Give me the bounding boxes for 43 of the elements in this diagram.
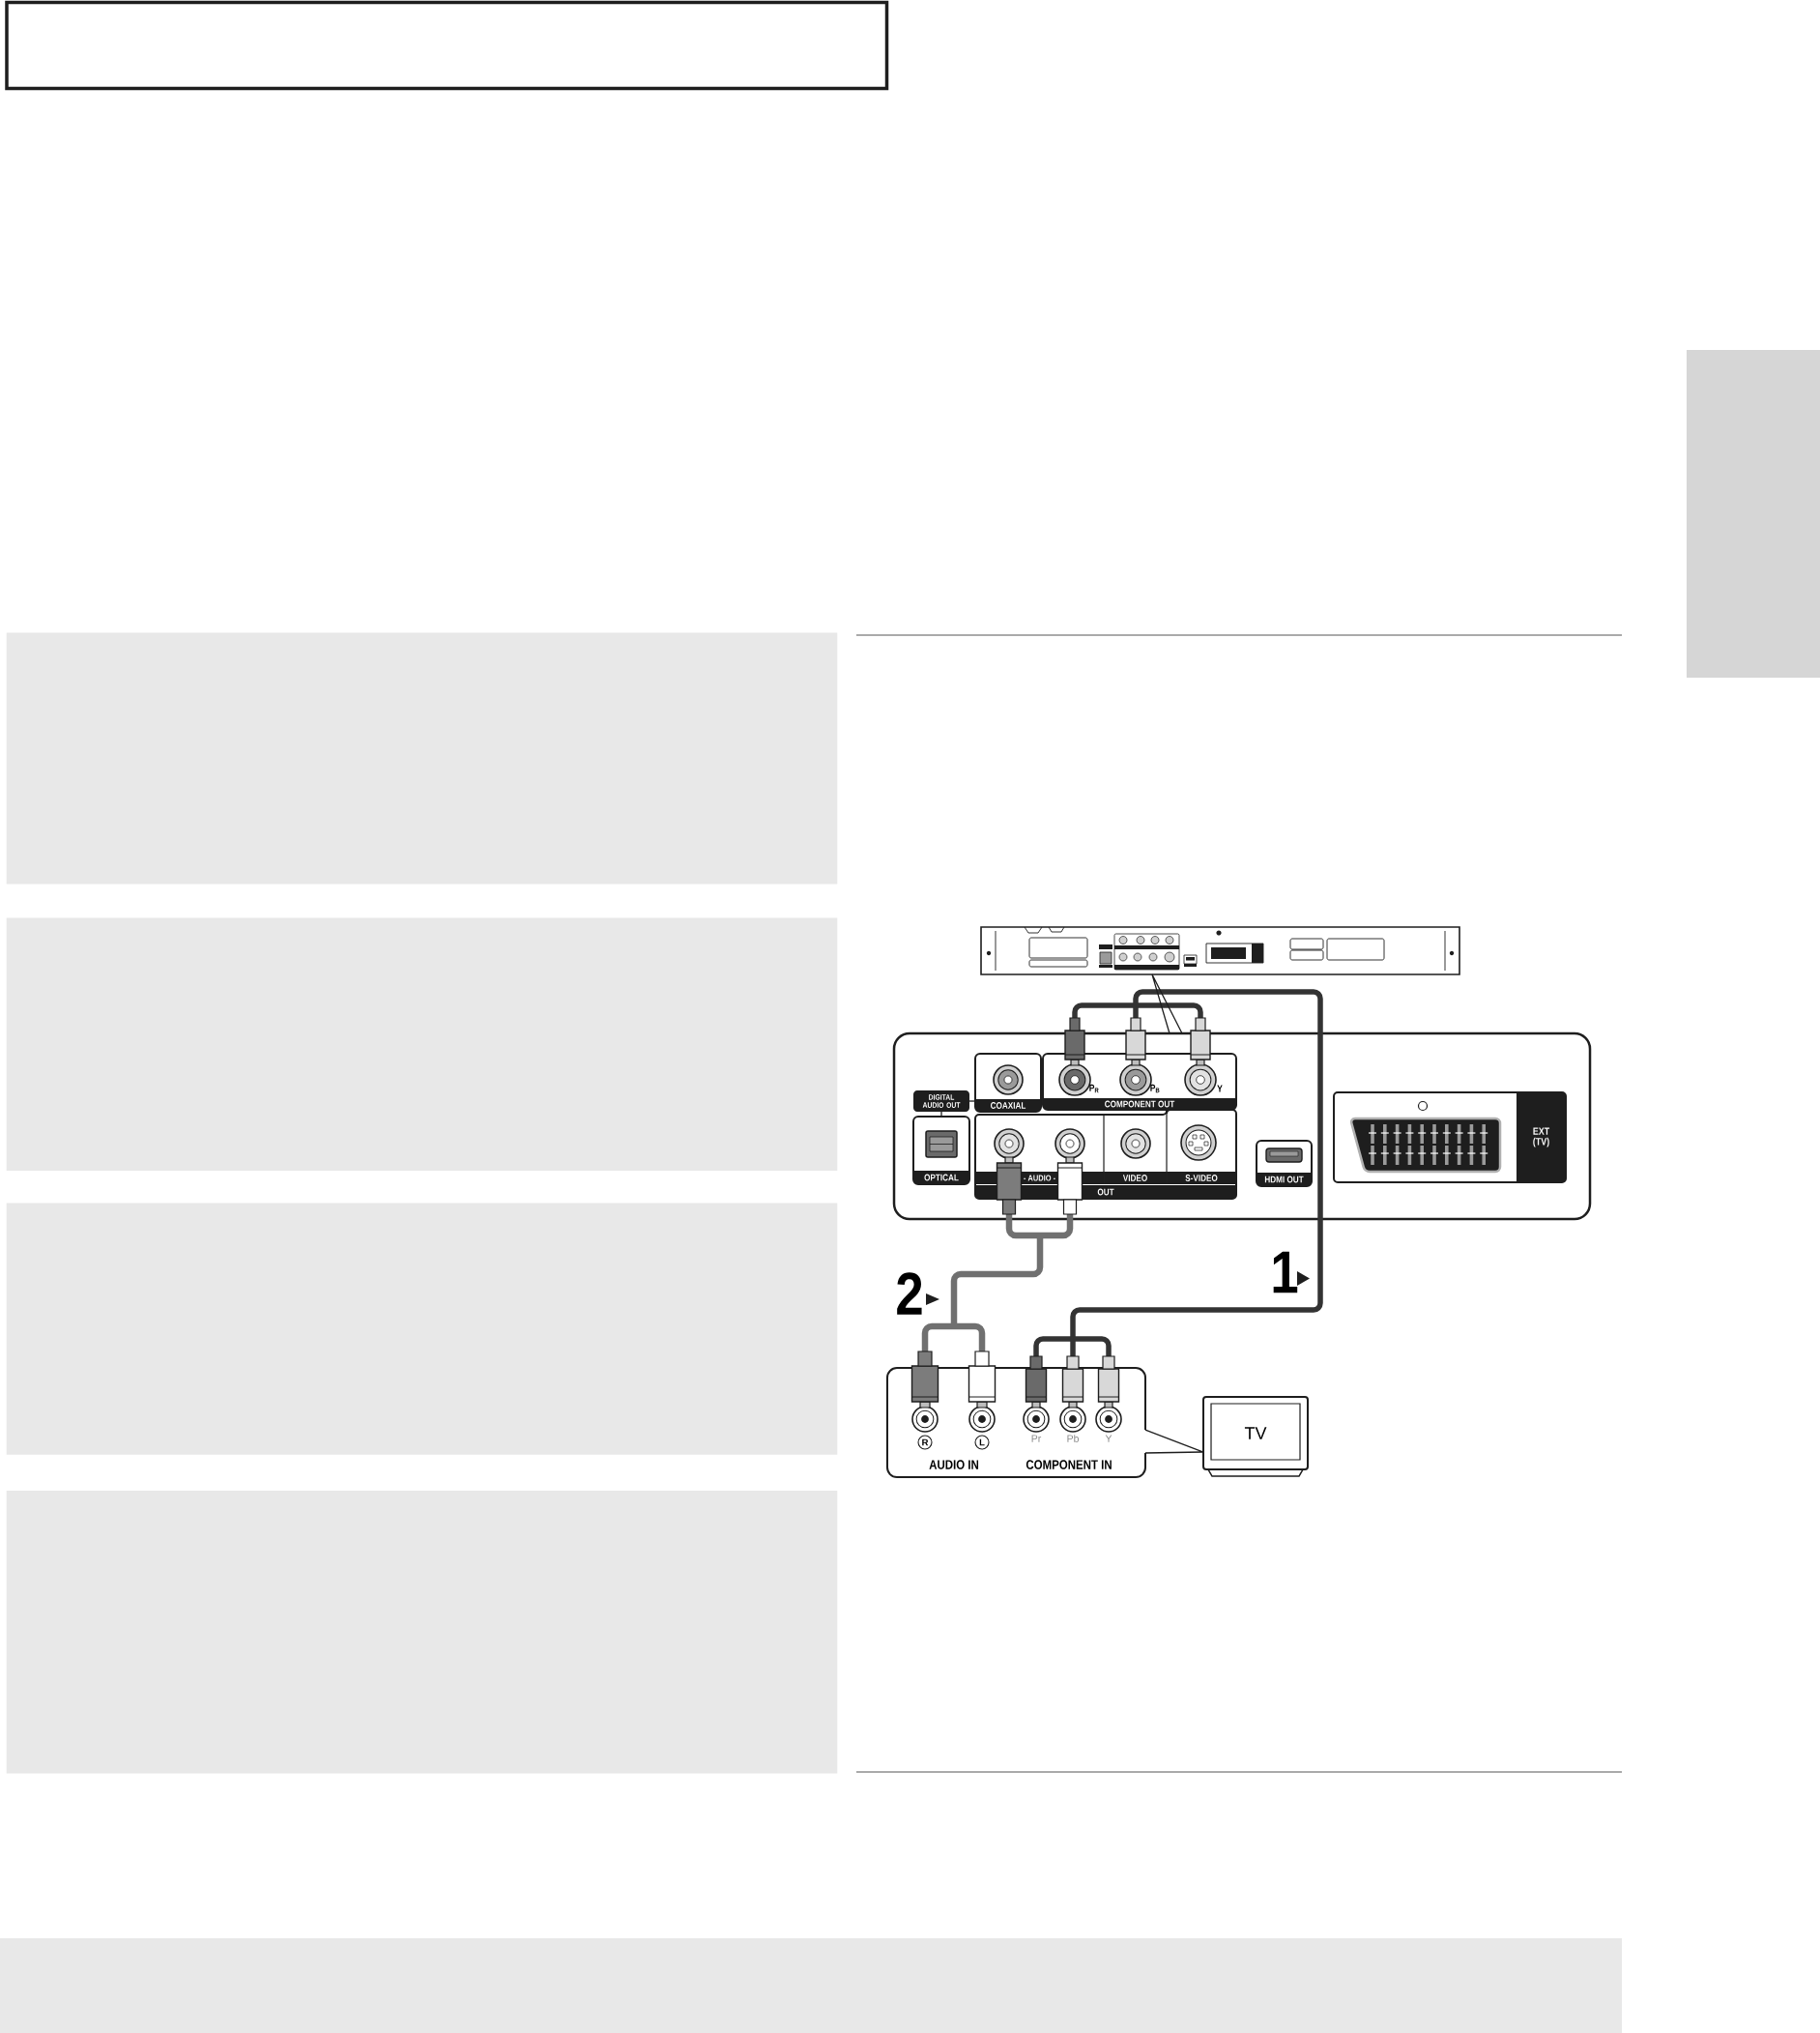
label-strip: VIDEO — [1104, 1172, 1167, 1184]
circled-letter: R — [917, 1435, 933, 1450]
zoom-lines — [1151, 973, 1183, 1034]
connector-line — [968, 1100, 976, 1102]
rca-jack — [994, 1128, 1025, 1159]
cable — [1064, 1002, 1136, 1066]
cable — [954, 1322, 997, 1409]
jack-label: Pr — [1031, 1435, 1042, 1442]
callout-tail — [1144, 1429, 1204, 1454]
label-strip: EXT (TV) — [1517, 1092, 1566, 1182]
tv-box: TV — [1202, 1396, 1309, 1477]
cable — [1125, 1005, 1146, 1066]
jack-label: P$_{R}$ — [1089, 1084, 1099, 1093]
cable — [996, 1156, 1040, 1239]
cable — [950, 1235, 1044, 1326]
jack-label: Pb — [1067, 1435, 1079, 1442]
label-tab: DIGITAL AUDIO OUT — [913, 1090, 969, 1112]
player-rear-drawing — [980, 926, 1460, 975]
side-tab — [1687, 350, 1820, 678]
jack-label: Y — [1217, 1085, 1223, 1092]
label-strip: COMPONENT OUT — [1043, 1098, 1236, 1110]
label-strip: S-VIDEO — [1167, 1172, 1236, 1184]
rca-jack — [993, 1064, 1024, 1095]
cable — [1061, 1339, 1084, 1409]
label-strip: HDMI OUT — [1257, 1173, 1312, 1186]
rca-jack — [1054, 1128, 1085, 1159]
cable — [1136, 1002, 1211, 1066]
rca-jack — [1120, 1128, 1151, 1159]
step-number: 2 — [897, 1272, 922, 1315]
cable — [1040, 1156, 1083, 1239]
jack-label: Y — [1105, 1435, 1112, 1442]
cable — [910, 1322, 954, 1409]
step-number: 1 — [1273, 1251, 1298, 1293]
label-strip: OPTICAL — [913, 1171, 969, 1184]
cable — [1070, 989, 1323, 1339]
jack-label: P$_{B}$ — [1150, 1084, 1160, 1093]
s-video-jack — [1180, 1124, 1217, 1161]
cable — [1073, 1336, 1120, 1409]
group-label: COMPONENT IN — [1026, 1460, 1112, 1469]
group-label: AUDIO IN — [929, 1460, 979, 1469]
circled-letter: L — [974, 1435, 990, 1450]
label-strip: COAXIAL — [975, 1099, 1041, 1112]
connector-line — [940, 1111, 942, 1118]
